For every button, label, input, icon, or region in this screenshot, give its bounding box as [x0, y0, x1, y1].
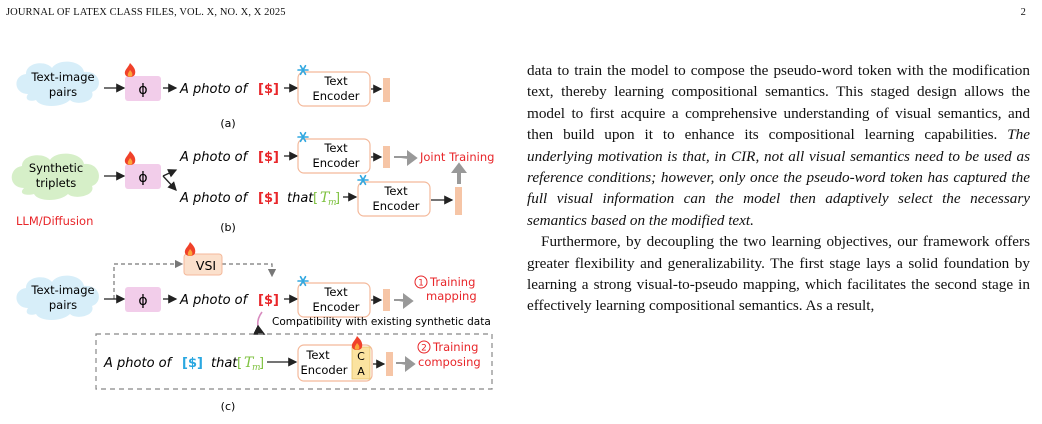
cloud-text-image-a: [16, 61, 99, 106]
step-2: 2: [421, 344, 427, 354]
llm-diffusion: LLM/Diffusion: [16, 214, 93, 228]
training-composing-1: Training: [432, 340, 478, 354]
bracket-open-c2: [: [237, 356, 242, 371]
row-c: Text-image pairs VSI ϕ A photo of [$] Te…: [16, 242, 493, 413]
encoder-b1-2: Encoder: [312, 156, 359, 170]
paragraph-1: data to train the model to compose the p…: [527, 60, 1030, 231]
synthetic-2: triplets: [36, 176, 77, 190]
feature-bar-c2: [386, 352, 393, 376]
phi-box-b: [125, 164, 161, 189]
prompt-c1: A photo of: [179, 293, 250, 308]
ca-a: A: [357, 365, 365, 378]
token-b2: [$]: [258, 191, 279, 206]
journal-header: JOURNAL OF LATEX CLASS FILES, VOL. X, NO…: [6, 7, 286, 18]
that-c2: that: [211, 356, 238, 371]
that-b2: that: [287, 191, 314, 206]
feature-bar-b1: [383, 146, 390, 168]
token-c1: [$]: [258, 293, 279, 308]
training-mapping-1: Training: [429, 275, 475, 289]
synthetic-1: Synthetic: [29, 161, 83, 175]
step-1: 1: [418, 279, 424, 289]
body-column: data to train the model to compose the p…: [527, 60, 1030, 317]
phi-c: ϕ: [138, 293, 147, 309]
prompt-b1: A photo of: [179, 150, 250, 165]
phi-box-a: [125, 76, 161, 101]
paragraph-2: Furthermore, by decoupling the two learn…: [527, 233, 1030, 315]
feature-bar-b2: [455, 187, 462, 215]
flame-icon: [124, 63, 136, 77]
phi-b: ϕ: [138, 170, 147, 186]
dashed-frame: [95, 333, 493, 390]
token-b1: [$]: [258, 150, 279, 165]
bracket-close-b2: ]: [335, 191, 340, 206]
encoder-c2-2: Encoder: [300, 363, 347, 377]
vsi-box: [183, 253, 223, 276]
bracket-close-c2: ]: [259, 356, 264, 371]
token-c2: [$]: [182, 356, 203, 371]
feature-bar-c1: [383, 289, 390, 311]
encoder-c1-2: Encoder: [312, 300, 359, 314]
page-header: JOURNAL OF LATEX CLASS FILES, VOL. X, NO…: [0, 4, 1042, 24]
feature-bar-a: [383, 78, 390, 102]
encoder-b2-2: Encoder: [372, 199, 419, 213]
tm-sub-c2: m: [252, 363, 261, 373]
tm-b2: T: [320, 190, 331, 206]
page-number: 2: [1020, 7, 1026, 18]
encoder-b1-1: Text: [323, 141, 348, 155]
compat-label: Compatibility with existing synthetic da…: [272, 316, 491, 328]
text-encoder-a: [297, 71, 371, 107]
cloud-synthetic: [11, 153, 99, 200]
encoder-a-1: Text: [323, 74, 348, 88]
phi-box-c: [125, 287, 161, 312]
flame-icon: [184, 242, 196, 256]
paragraph-1-text: data to train the model to compose the p…: [527, 62, 1030, 144]
prompt-c2: A photo of: [103, 356, 174, 371]
training-composing-2: composing: [418, 355, 481, 369]
text-encoder-b1: [297, 138, 371, 174]
text-encoder-b2: [357, 181, 431, 217]
encoder-a-2: Encoder: [312, 89, 359, 103]
cloud-label-c-2: pairs: [49, 298, 77, 312]
joint-training: Joint Training: [419, 150, 494, 164]
flame-icon: [351, 336, 363, 350]
tm-sub-b2: m: [328, 198, 337, 208]
flame-icon: [124, 151, 136, 165]
label-c: (c): [221, 400, 236, 413]
row-a: Text-image pairs ϕ A photo of [$] Text E…: [16, 61, 390, 130]
cloud-text-image-c: [16, 275, 99, 320]
prompt-a: A photo of: [179, 82, 250, 97]
phi-a: ϕ: [138, 82, 147, 98]
pipeline-figure: Text-image pairs ϕ A photo of [$] Text E…: [11, 61, 494, 413]
row-b: Synthetic triplets LLM/Diffusion ϕ A pho…: [11, 131, 494, 234]
tm-c2: T: [244, 355, 255, 371]
cloud-label-a-1: Text-image: [30, 70, 94, 84]
encoder-b2-1: Text: [383, 184, 408, 198]
token-a: [$]: [258, 82, 279, 97]
vsi-label: VSI: [196, 258, 216, 273]
ca-c: C: [357, 350, 365, 363]
encoder-c1-1: Text: [323, 285, 348, 299]
cloud-label-c-1: Text-image: [30, 283, 94, 297]
bracket-open-b2: [: [313, 191, 318, 206]
label-a: (a): [220, 117, 235, 130]
text-encoder-c1: [297, 282, 371, 318]
training-mapping-2: mapping: [426, 289, 477, 303]
cloud-label-a-2: pairs: [49, 85, 77, 99]
encoder-c2-1: Text: [305, 348, 330, 362]
prompt-b2: A photo of: [179, 191, 250, 206]
paragraph-1-italic: The underlying motivation is that, in CI…: [527, 126, 1030, 229]
label-b: (b): [220, 221, 236, 234]
